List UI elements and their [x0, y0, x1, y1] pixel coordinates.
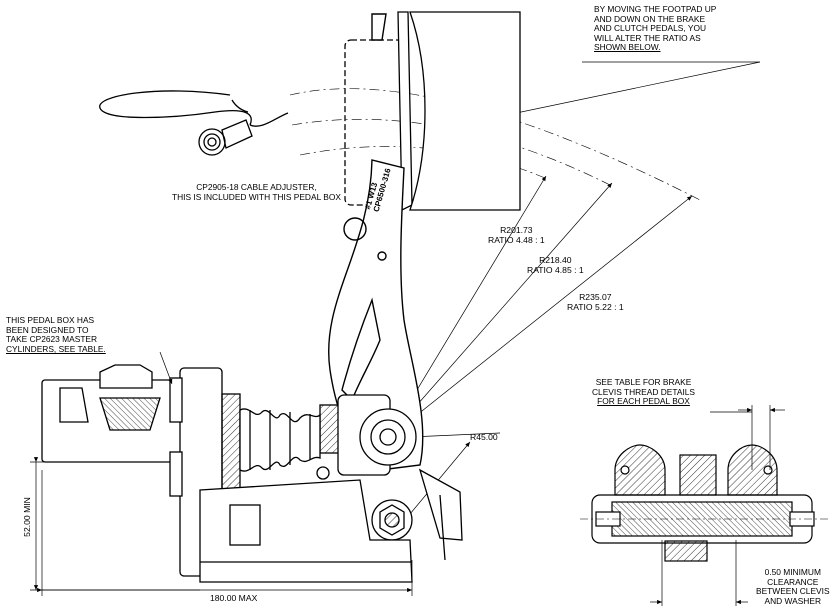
ratio-value: RATIO 5.22 : 1: [567, 302, 624, 312]
dimension-lines: [30, 351, 413, 596]
pedal-arm: [328, 13, 424, 471]
ratio-value: RATIO 4.48 : 1: [488, 235, 545, 245]
clearance-note: 0.50 MINIMUM CLEARANCE BETWEEN CLEVIS AN…: [756, 567, 830, 606]
footpad: [344, 11, 521, 212]
pivot-assembly: [316, 394, 463, 561]
radius-label-3: R235.07 RATIO 5.22 : 1: [567, 292, 624, 312]
ratio-note: BY MOVING THE FOOTPAD UP AND DOWN ON THE…: [594, 4, 717, 53]
cable-adjuster-note: CP2905-18 CABLE ADJUSTER, THIS IS INCLUD…: [172, 182, 341, 202]
clevis-section: [580, 444, 828, 562]
clevis-thread-note: SEE TABLE FOR BRAKE CLEVIS THREAD DETAIL…: [592, 377, 696, 407]
mounting-base: [199, 479, 413, 583]
width-dimension-label: 180.00 MAX: [210, 593, 258, 603]
radius-value: R201.73: [500, 225, 533, 235]
ratio-value: RATIO 4.85 : 1: [527, 265, 584, 275]
radius-value: R235.07: [579, 292, 612, 302]
cable-adjuster: [99, 90, 289, 156]
radius-value: R218.40: [539, 255, 572, 265]
pivot-radius-label: R45.00: [470, 432, 498, 442]
radius-label-2: R218.40 RATIO 4.85 : 1: [527, 255, 584, 275]
radius-label-1: R201.73 RATIO 4.48 : 1: [488, 225, 545, 245]
radius-leaders: [387, 61, 761, 521]
clevis-leaders: [650, 405, 785, 606]
height-dimension-label: 52.00 MIN: [22, 497, 32, 537]
master-cylinder-note: THIS PEDAL BOX HAS BEEN DESIGNED TO TAKE…: [6, 315, 106, 354]
